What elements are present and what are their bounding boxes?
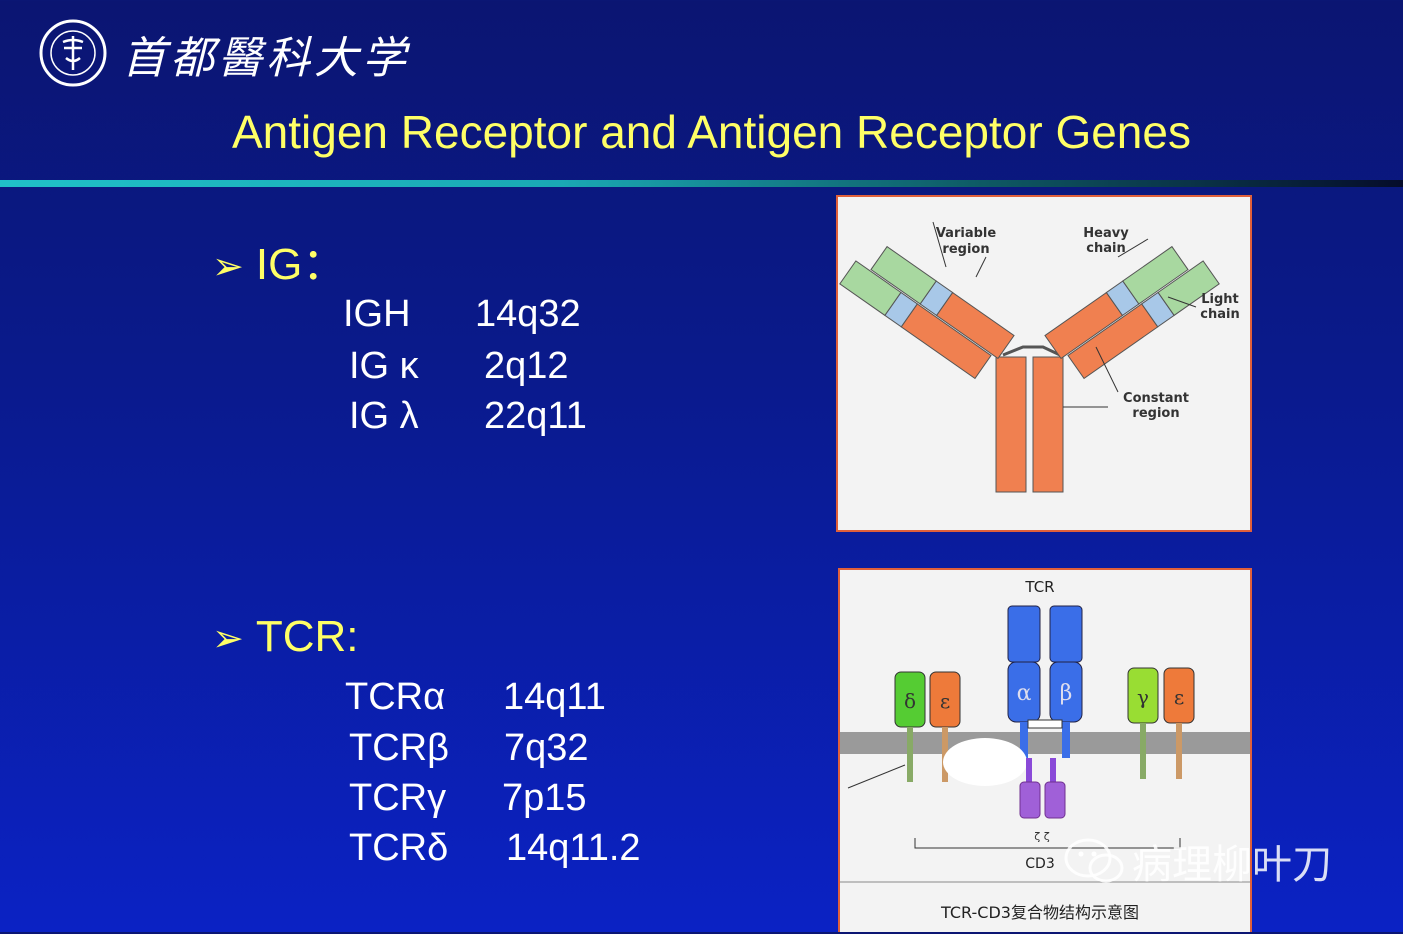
university-name: 首都醫科大学 — [122, 33, 410, 84]
list-item: TCRβ 7q32 — [349, 727, 589, 769]
watermark: 病理柳叶刀 — [1062, 832, 1332, 890]
list-item: IG κ 2q12 — [349, 345, 569, 387]
svg-text:α: α — [1017, 681, 1032, 706]
arrow-bullet-icon: ➢ — [212, 244, 244, 288]
svg-text:γ: γ — [1137, 685, 1149, 709]
svg-text:Light: Light — [1201, 292, 1239, 307]
svg-text:chain: chain — [1200, 307, 1239, 322]
tcr-cd3-diagram: TCR α β δ ε γ ε ζ ζ CD3 — [838, 568, 1252, 932]
list-item: IGH 14q32 — [343, 293, 581, 335]
svg-text:Heavy: Heavy — [1083, 226, 1129, 241]
arrow-bullet-icon: ➢ — [212, 616, 244, 660]
svg-text:region: region — [942, 242, 989, 257]
svg-text:chain: chain — [1086, 241, 1125, 256]
title-divider — [0, 180, 1403, 187]
tcr-heading: ➢TCR: — [212, 612, 359, 661]
svg-text:region: region — [1132, 406, 1179, 421]
svg-text:ζ ζ: ζ ζ — [1034, 830, 1049, 843]
antibody-diagram: Variable region Heavy chain Light chain … — [836, 195, 1252, 532]
list-item: IG λ 22q11 — [349, 395, 587, 437]
svg-text:β: β — [1060, 681, 1073, 706]
list-item: TCRγ 7p15 — [349, 777, 587, 819]
svg-text:Constant: Constant — [1123, 391, 1189, 406]
wechat-icon — [1064, 838, 1124, 883]
svg-text:ε: ε — [1174, 685, 1184, 709]
svg-text:CD3: CD3 — [1025, 856, 1054, 872]
university-logo — [28, 18, 118, 88]
slide-title: Antigen Receptor and Antigen Receptor Ge… — [232, 106, 1191, 158]
svg-text:ε: ε — [940, 689, 950, 713]
list-item: TCRα 14q11 — [345, 676, 606, 718]
tcr-top-label: TCR — [1024, 578, 1054, 596]
list-item: TCRδ 14q11.2 — [349, 827, 641, 869]
svg-text:Variable: Variable — [936, 226, 997, 241]
svg-text:TCR-CD3复合物结构示意图: TCR-CD3复合物结构示意图 — [940, 903, 1139, 922]
ig-heading: ➢IG： — [212, 240, 347, 289]
svg-text:δ: δ — [904, 689, 916, 713]
